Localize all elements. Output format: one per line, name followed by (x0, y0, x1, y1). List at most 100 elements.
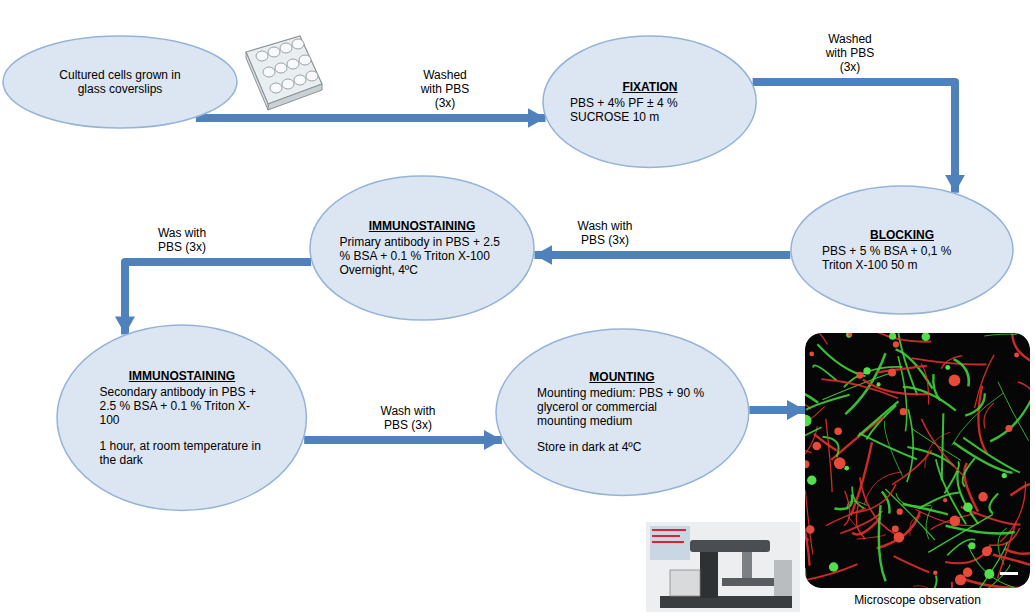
cell-process (813, 365, 836, 380)
cell-body (835, 460, 844, 469)
cell-process (817, 344, 865, 376)
cell-process (984, 334, 1016, 336)
cell-process (1029, 343, 1030, 366)
cell-body (982, 547, 991, 556)
photo-poster (650, 526, 690, 560)
cell-process (1010, 484, 1029, 495)
cell-process (990, 391, 1030, 441)
cell-body (889, 333, 896, 340)
cell-process (957, 471, 978, 524)
flow-arrow (125, 262, 311, 334)
cell-process (1004, 545, 1030, 554)
plate-wells (256, 39, 318, 93)
step-text: Primary antibody in PBS + 2.5 % BSA + 0.… (340, 235, 505, 277)
cell-process (885, 489, 935, 540)
cell-process (894, 556, 929, 572)
node-text-block: IMMUNOSTAININGPrimary antibody in PBS + … (340, 219, 505, 277)
microscope-base (660, 596, 792, 608)
cell-body (949, 375, 961, 387)
edge-label: Wash with PBS (3x) (572, 219, 638, 247)
photo-ground (646, 522, 800, 612)
step-heading: MOUNTING (537, 370, 707, 384)
cell-process (928, 514, 993, 552)
cell-process (896, 493, 931, 506)
cell-body (805, 460, 809, 468)
cell-body (834, 457, 846, 469)
step-heading: IMMUNOSTAINING (99, 369, 264, 383)
edge-label: Washed with PBS (3x) (412, 68, 478, 110)
cell-body (945, 365, 950, 370)
image-caption: Microscope observation (805, 593, 1030, 607)
cell-process (806, 395, 849, 410)
cell-body (897, 509, 903, 515)
cell-body (1014, 353, 1019, 358)
cell-process (912, 358, 987, 364)
process-ellipse: MOUNTINGMounting medium: PBS + 90 % glyc… (495, 328, 750, 496)
step-heading: FIXATION (570, 80, 730, 94)
cell-process (892, 450, 931, 484)
cell-body (893, 341, 899, 347)
photo-poster-stripes (652, 530, 686, 542)
cell-process (1018, 382, 1030, 406)
cell-process (903, 387, 956, 411)
cell-process (968, 545, 1015, 588)
plate-side (268, 84, 322, 110)
node-text-block: BLOCKING PBS + 5 % BSA + 0,1 % Triton X-1… (822, 228, 982, 272)
cell-body (955, 574, 966, 585)
cell-process (859, 333, 931, 342)
cell-body (900, 408, 907, 415)
cell-process (974, 355, 994, 408)
cell-body (807, 476, 816, 485)
node-text-block: Cultured cells grown in glass coverslips (45, 68, 195, 96)
cell-process (989, 528, 1020, 545)
cell-process (805, 384, 818, 403)
cell-body (943, 498, 947, 502)
step-heading: BLOCKING (822, 228, 982, 242)
cell-body (846, 333, 852, 338)
flow-arrow (196, 114, 546, 122)
cell-body (806, 525, 814, 533)
process-ellipse: IMMUNOSTAININGSecondary antibody in PBS … (56, 324, 307, 511)
cell-process (921, 419, 965, 478)
micrograph-ground (805, 333, 1030, 588)
micrograph-panel: Microscope observation (805, 333, 1030, 607)
microscope-photo (646, 522, 800, 612)
cell-body (876, 382, 880, 386)
microscope-box (670, 570, 700, 596)
cell-process (946, 526, 1015, 534)
cell-body (968, 542, 975, 549)
cell-process (958, 578, 1023, 588)
step-text: Store in dark at 4ºC (537, 440, 707, 454)
cell-process (805, 406, 825, 443)
cell-process (859, 433, 917, 459)
process-ellipse: IMMUNOSTAININGPrimary antibody in PBS + … (309, 175, 535, 321)
cell-process (863, 380, 928, 395)
cell-body (892, 525, 899, 532)
cell-body (848, 333, 852, 337)
edge-label: Wash with PBS (3x) (375, 404, 441, 432)
cell-process (1012, 333, 1030, 365)
cell-process (913, 586, 953, 588)
cell-body (984, 569, 994, 579)
cell-body (812, 442, 821, 451)
cell-body (856, 372, 863, 379)
process-ellipse: FIXATIONPBS + 4% PF ± 4 % SUCROSE 10 m (542, 35, 757, 168)
cell-process (921, 363, 928, 404)
flow-arrow (304, 436, 502, 444)
cell-process (907, 447, 954, 466)
step-text: 1 hour, at room temperature in the dark (99, 439, 264, 467)
cell-process (805, 442, 812, 452)
cell-body (963, 567, 973, 577)
microscope-objective (742, 552, 752, 580)
cell-body (863, 367, 870, 374)
step-text: PBS + 5 % BSA + 0,1 % Triton X-100 50 m (822, 244, 982, 272)
cell-body (805, 415, 812, 427)
cell-process (984, 403, 994, 429)
cell-process (805, 333, 828, 345)
cell-process (936, 459, 966, 524)
node-text-block: FIXATIONPBS + 4% PF ± 4 % SUCROSE 10 m (570, 80, 730, 124)
edge-label: Washed with PBS (3x) (817, 32, 883, 74)
microscope-arm (690, 540, 770, 552)
